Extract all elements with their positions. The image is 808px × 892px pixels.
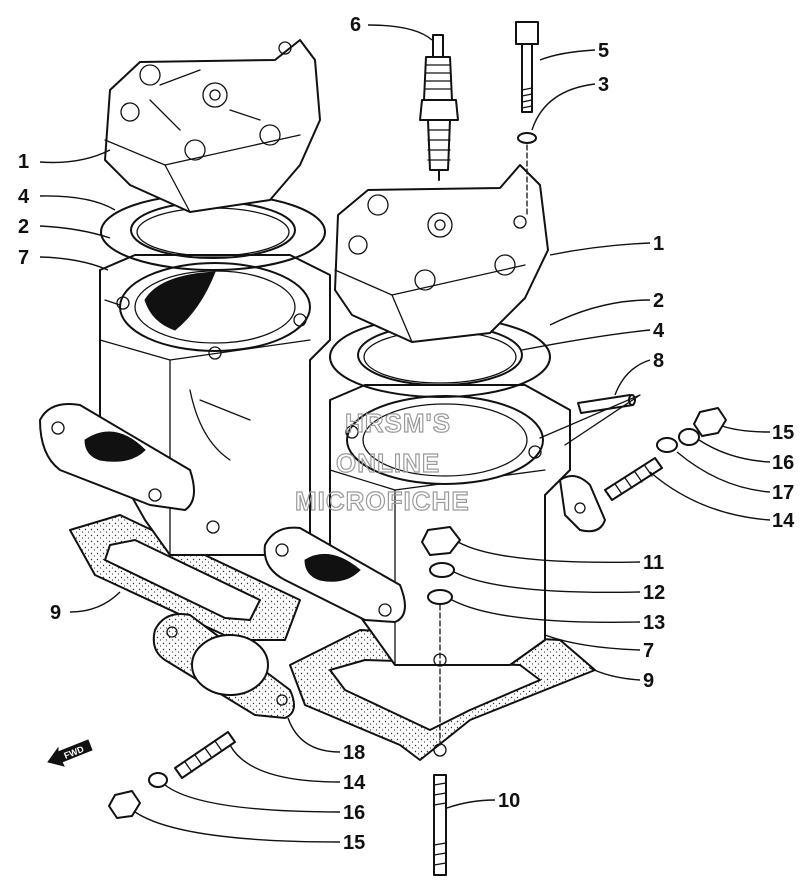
callout-17: 17 — [772, 482, 794, 504]
stud-14-bottom — [174, 731, 236, 779]
exhaust-stud-right — [604, 457, 663, 501]
callout-5: 5 — [598, 40, 609, 62]
nut-11 — [421, 526, 461, 556]
callout-10: 10 — [498, 790, 520, 812]
callout-6: 6 — [350, 14, 361, 36]
callout-1-right: 1 — [653, 233, 664, 255]
nut-15-right — [693, 407, 727, 437]
svg-text:HRSM'S: HRSM'S — [345, 408, 451, 438]
callout-8: 8 — [653, 350, 664, 372]
callouts: 1 4 2 7 9 6 5 3 1 2 4 8 15 16 17 14 11 1… — [18, 14, 795, 854]
lockwasher-16-bottom — [148, 772, 168, 788]
callout-14-right: 14 — [772, 510, 795, 532]
lockwasher-16-right — [678, 428, 700, 446]
washer-17 — [656, 437, 678, 453]
washer-3 — [517, 132, 537, 144]
nut-15-bottom — [108, 790, 141, 819]
spark-plug — [419, 34, 459, 181]
callout-13: 13 — [643, 612, 665, 634]
svg-text:MICROFICHE: MICROFICHE — [295, 486, 470, 516]
callout-9-right: 9 — [643, 670, 654, 692]
callout-16-bottom: 16 — [343, 802, 365, 824]
cylinder-head-right — [334, 164, 549, 343]
callout-1-left: 1 — [18, 151, 29, 173]
callout-7-left: 7 — [18, 247, 29, 269]
callout-14-bottom: 14 — [343, 772, 366, 794]
leader-lines — [39, 24, 771, 843]
watermark: HRSM'S ONLINE MICROFICHE — [294, 407, 470, 516]
flange-gasket-18 — [152, 613, 295, 719]
svg-text:FWD: FWD — [63, 744, 86, 761]
callout-2-left: 2 — [18, 216, 29, 238]
lockwasher-12 — [429, 562, 455, 578]
callout-11: 11 — [643, 552, 664, 574]
forward-arrow-icon: FWD — [47, 739, 93, 767]
intake-flange-left — [39, 403, 195, 511]
svg-text:ONLINE: ONLINE — [336, 448, 440, 478]
dowel-pin — [539, 394, 641, 446]
callout-15-right: 15 — [772, 422, 794, 444]
callout-16-right: 16 — [772, 452, 794, 474]
head-bolt — [515, 21, 539, 113]
washer-13 — [427, 589, 453, 605]
callout-12: 12 — [643, 582, 665, 604]
callout-4-left: 4 — [18, 186, 30, 208]
callout-15-bottom: 15 — [343, 832, 365, 854]
callout-4-right: 4 — [653, 320, 665, 342]
intake-flange-right — [263, 526, 406, 623]
cylinder-head-left — [104, 39, 321, 213]
callout-2-right: 2 — [653, 290, 664, 312]
callout-7-right: 7 — [643, 640, 654, 662]
stud-10 — [433, 774, 447, 876]
callout-18: 18 — [343, 742, 365, 764]
gasket-left — [69, 514, 301, 641]
callout-3: 3 — [598, 74, 609, 96]
callout-9-left: 9 — [50, 602, 61, 624]
